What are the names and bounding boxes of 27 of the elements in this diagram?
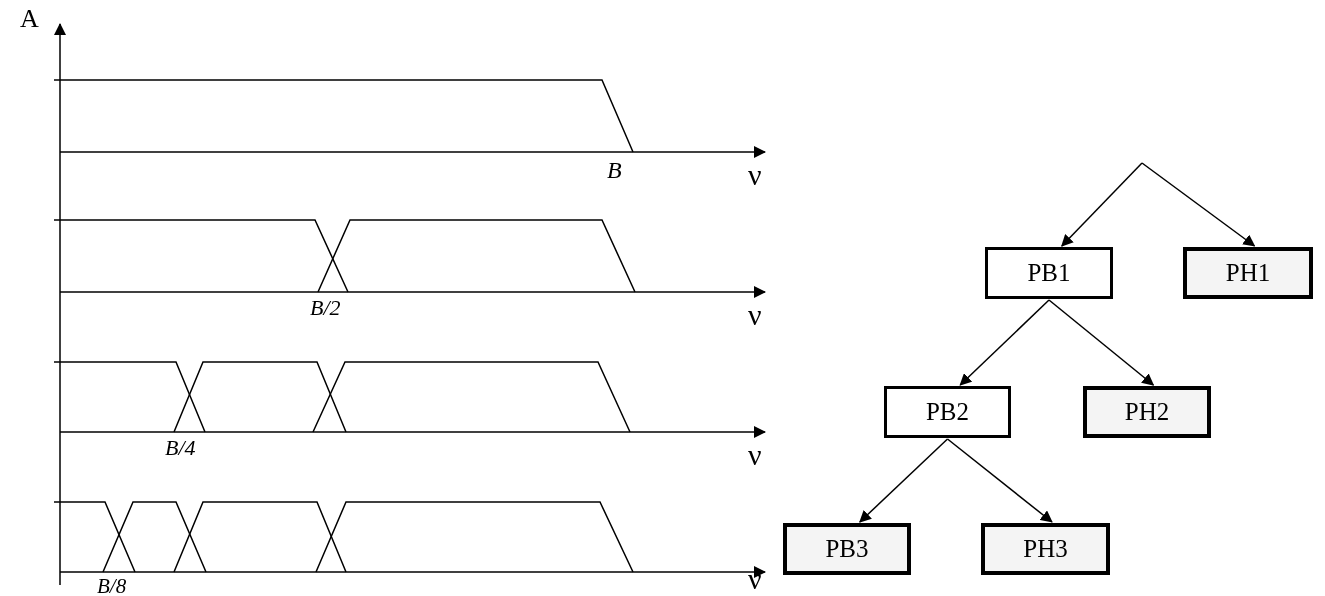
tree-node-box	[783, 523, 911, 575]
axis-label: ν	[748, 160, 762, 190]
node-label: PB1	[1027, 259, 1071, 287]
arrow	[946, 438, 1053, 523]
frequency-mark: B/8	[97, 576, 127, 596]
arrow	[1141, 162, 1256, 247]
tree-node-box	[985, 247, 1113, 299]
axis-label: ν	[748, 440, 762, 470]
arrow	[1061, 162, 1143, 247]
axis-label: ν	[748, 564, 762, 594]
arrow	[1048, 299, 1155, 386]
tree-node-box	[884, 386, 1011, 438]
frequency-mark: B/4	[165, 437, 196, 459]
node-label: PB2	[925, 398, 970, 426]
tree-node-box	[1083, 386, 1211, 438]
node-label: PH1	[1225, 259, 1271, 287]
arrow	[859, 438, 949, 523]
node-label: PH3	[1023, 535, 1068, 563]
node-label: PH2	[1124, 398, 1170, 426]
arrow	[959, 299, 1050, 386]
frequency-mark: B	[607, 158, 622, 182]
node-label: PB3	[825, 535, 869, 563]
axis-label: A	[20, 6, 39, 32]
axis-label: ν	[748, 300, 762, 330]
tree-node-box	[1183, 247, 1313, 299]
tree-node-box	[981, 523, 1110, 575]
frequency-mark: B/2	[310, 297, 341, 319]
